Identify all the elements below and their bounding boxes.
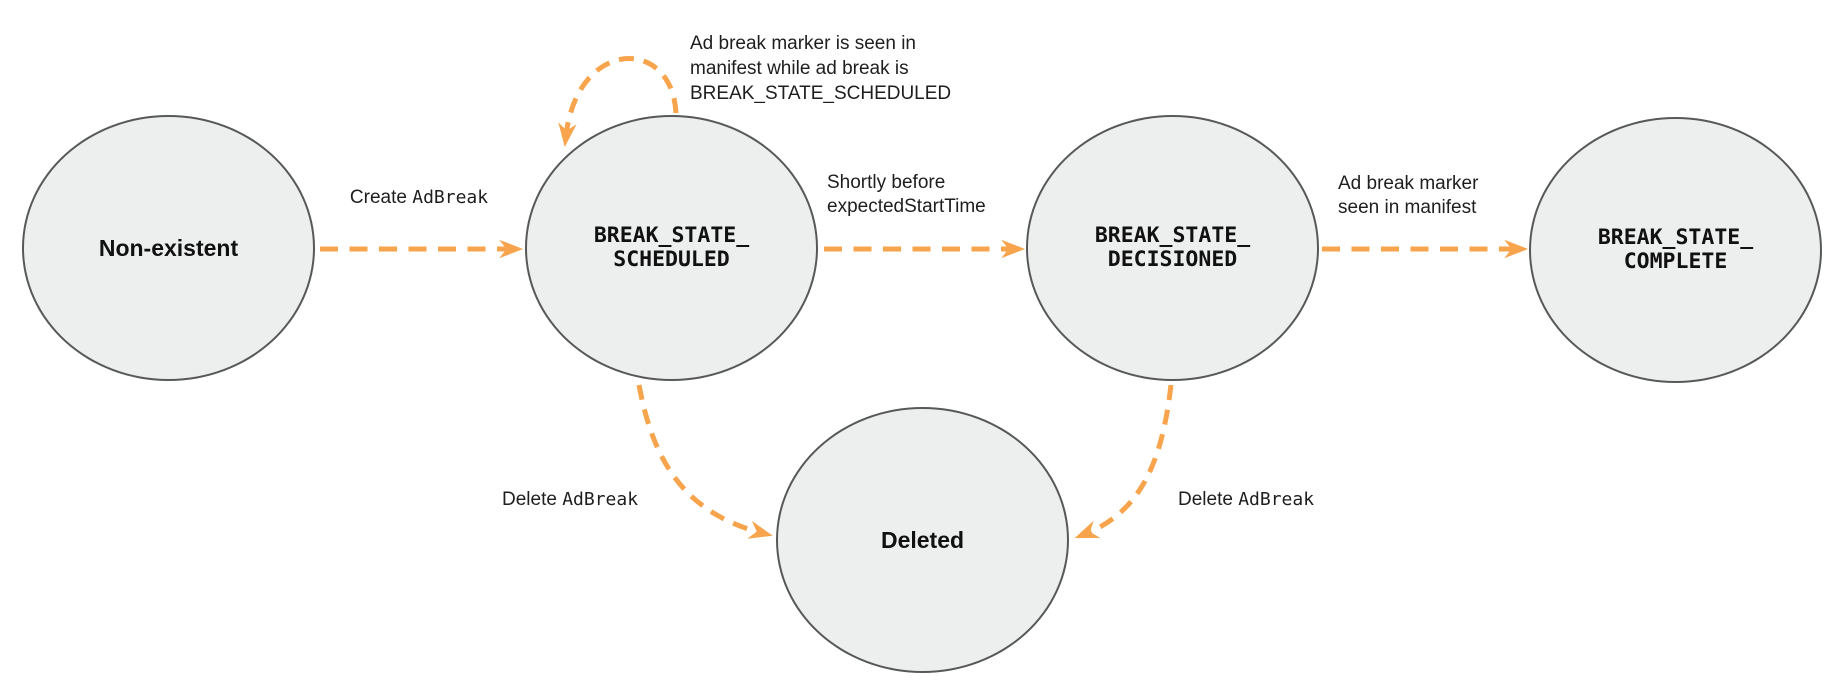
label-create-adbreak-code: AdBreak [412, 187, 489, 208]
label-delete-adbreak-left: Delete AdBreak [502, 488, 638, 512]
state-break-state-scheduled: BREAK_STATE_ SCHEDULED [525, 115, 818, 381]
label-shortly-before-line1: Shortly before [827, 172, 946, 193]
label-self-loop-line1: Ad break marker is seen in [690, 33, 916, 54]
state-break-state-complete: BREAK_STATE_ COMPLETE [1529, 117, 1822, 383]
label-shortly-before-code: expectedStartTime [827, 196, 986, 217]
label-marker-seen-line1: Ad break marker [1338, 173, 1479, 194]
state-scheduled-label-line2: SCHEDULED [613, 247, 730, 272]
label-delete-adbreak-right: Delete AdBreak [1178, 488, 1314, 512]
label-shortly-before: Shortly before expectedStartTime [827, 171, 986, 219]
state-decisioned-label-line2: DECISIONED [1107, 247, 1238, 272]
state-complete-label-line2: COMPLETE [1623, 249, 1728, 274]
state-complete-label-line1: BREAK_STATE_ [1597, 225, 1754, 250]
label-delete-left-code: AdBreak [562, 489, 639, 510]
arrow-delete-adbreak-from-scheduled [636, 384, 773, 539]
label-self-loop-line2: manifest while ad break is [690, 58, 909, 79]
arrow-delete-adbreak-from-decisioned [1074, 384, 1174, 539]
label-create-adbreak-text: Create [349, 187, 413, 208]
label-delete-left-text: Delete [502, 489, 563, 510]
label-marker-seen: Ad break marker seen in manifest [1338, 172, 1478, 220]
label-self-loop: Ad break marker is seen in manifest whil… [690, 31, 951, 106]
state-deleted-label: Deleted [880, 527, 965, 553]
state-deleted: Deleted [776, 407, 1069, 673]
label-marker-seen-line2: seen in manifest [1338, 197, 1477, 218]
state-non-existent: Non-existent [22, 115, 315, 381]
label-delete-right-code: AdBreak [1238, 489, 1315, 510]
state-decisioned-label-line1: BREAK_STATE_ [1094, 223, 1251, 248]
state-break-state-decisioned: BREAK_STATE_ DECISIONED [1026, 115, 1319, 381]
state-non-existent-label: Non-existent [98, 235, 239, 261]
label-self-loop-code: BREAK_STATE_SCHEDULED [690, 83, 952, 104]
label-create-adbreak: Create AdBreak [350, 186, 488, 210]
state-scheduled-label-line1: BREAK_STATE_ [593, 223, 750, 248]
label-delete-right-text: Delete [1178, 489, 1239, 510]
